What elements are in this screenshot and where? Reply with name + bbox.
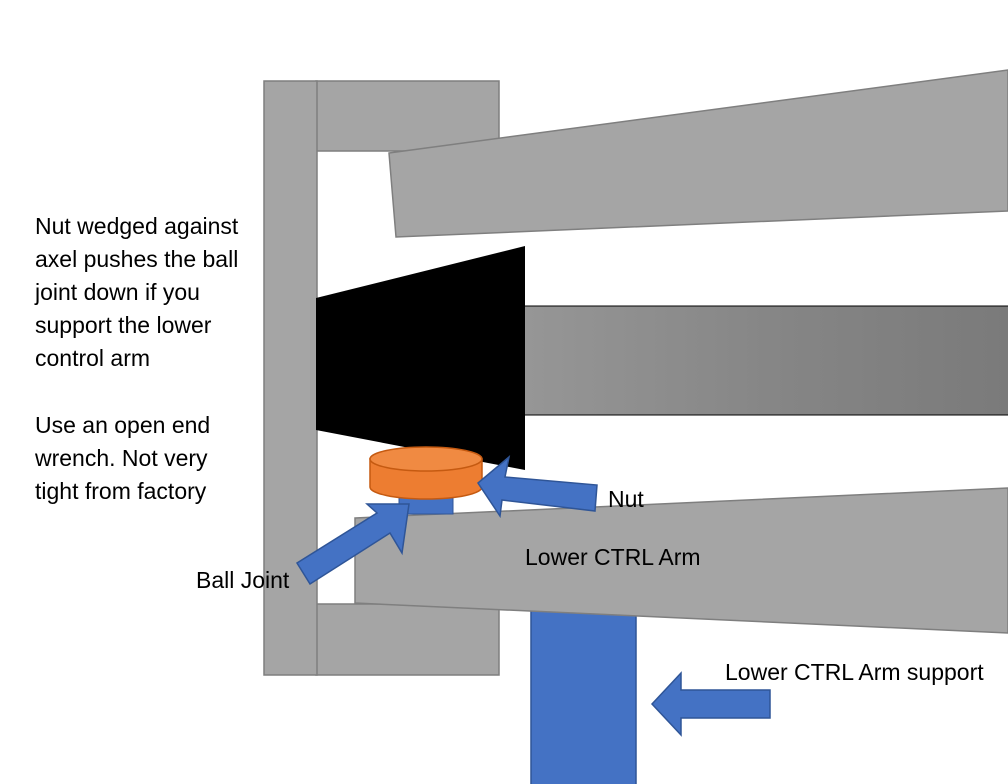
note-line: joint down if you (35, 279, 200, 305)
nut-arrow (477, 455, 598, 519)
hub (316, 246, 525, 470)
note-line: Use an open end (35, 412, 211, 438)
axle-shaft (522, 305, 1008, 416)
lower-ctrl-arm-label: Lower CTRL Arm (525, 544, 701, 570)
lower-control-arm (354, 487, 1008, 634)
note-line: support the lower (35, 312, 212, 338)
note-line: wrench. Not very (35, 445, 208, 471)
note-line: axel pushes the ball (35, 246, 239, 272)
note-line: tight from factory (35, 478, 207, 504)
lower-ctrl-arm-support-post (530, 597, 637, 784)
nut-top (369, 446, 483, 472)
nut-label: Nut (608, 486, 644, 512)
support-arrow (650, 671, 771, 737)
bracket-bottom-arm (315, 603, 500, 676)
ball-joint-arrow (295, 503, 410, 586)
note-line: Nut wedged against (35, 213, 239, 239)
ball-joint-label: Ball Joint (196, 567, 290, 593)
note-line: control arm (35, 345, 151, 371)
lower-ctrl-arm-support-label: Lower CTRL Arm support (725, 659, 984, 685)
upper-control-arm (388, 69, 1008, 238)
bracket-top-arm (315, 80, 500, 152)
